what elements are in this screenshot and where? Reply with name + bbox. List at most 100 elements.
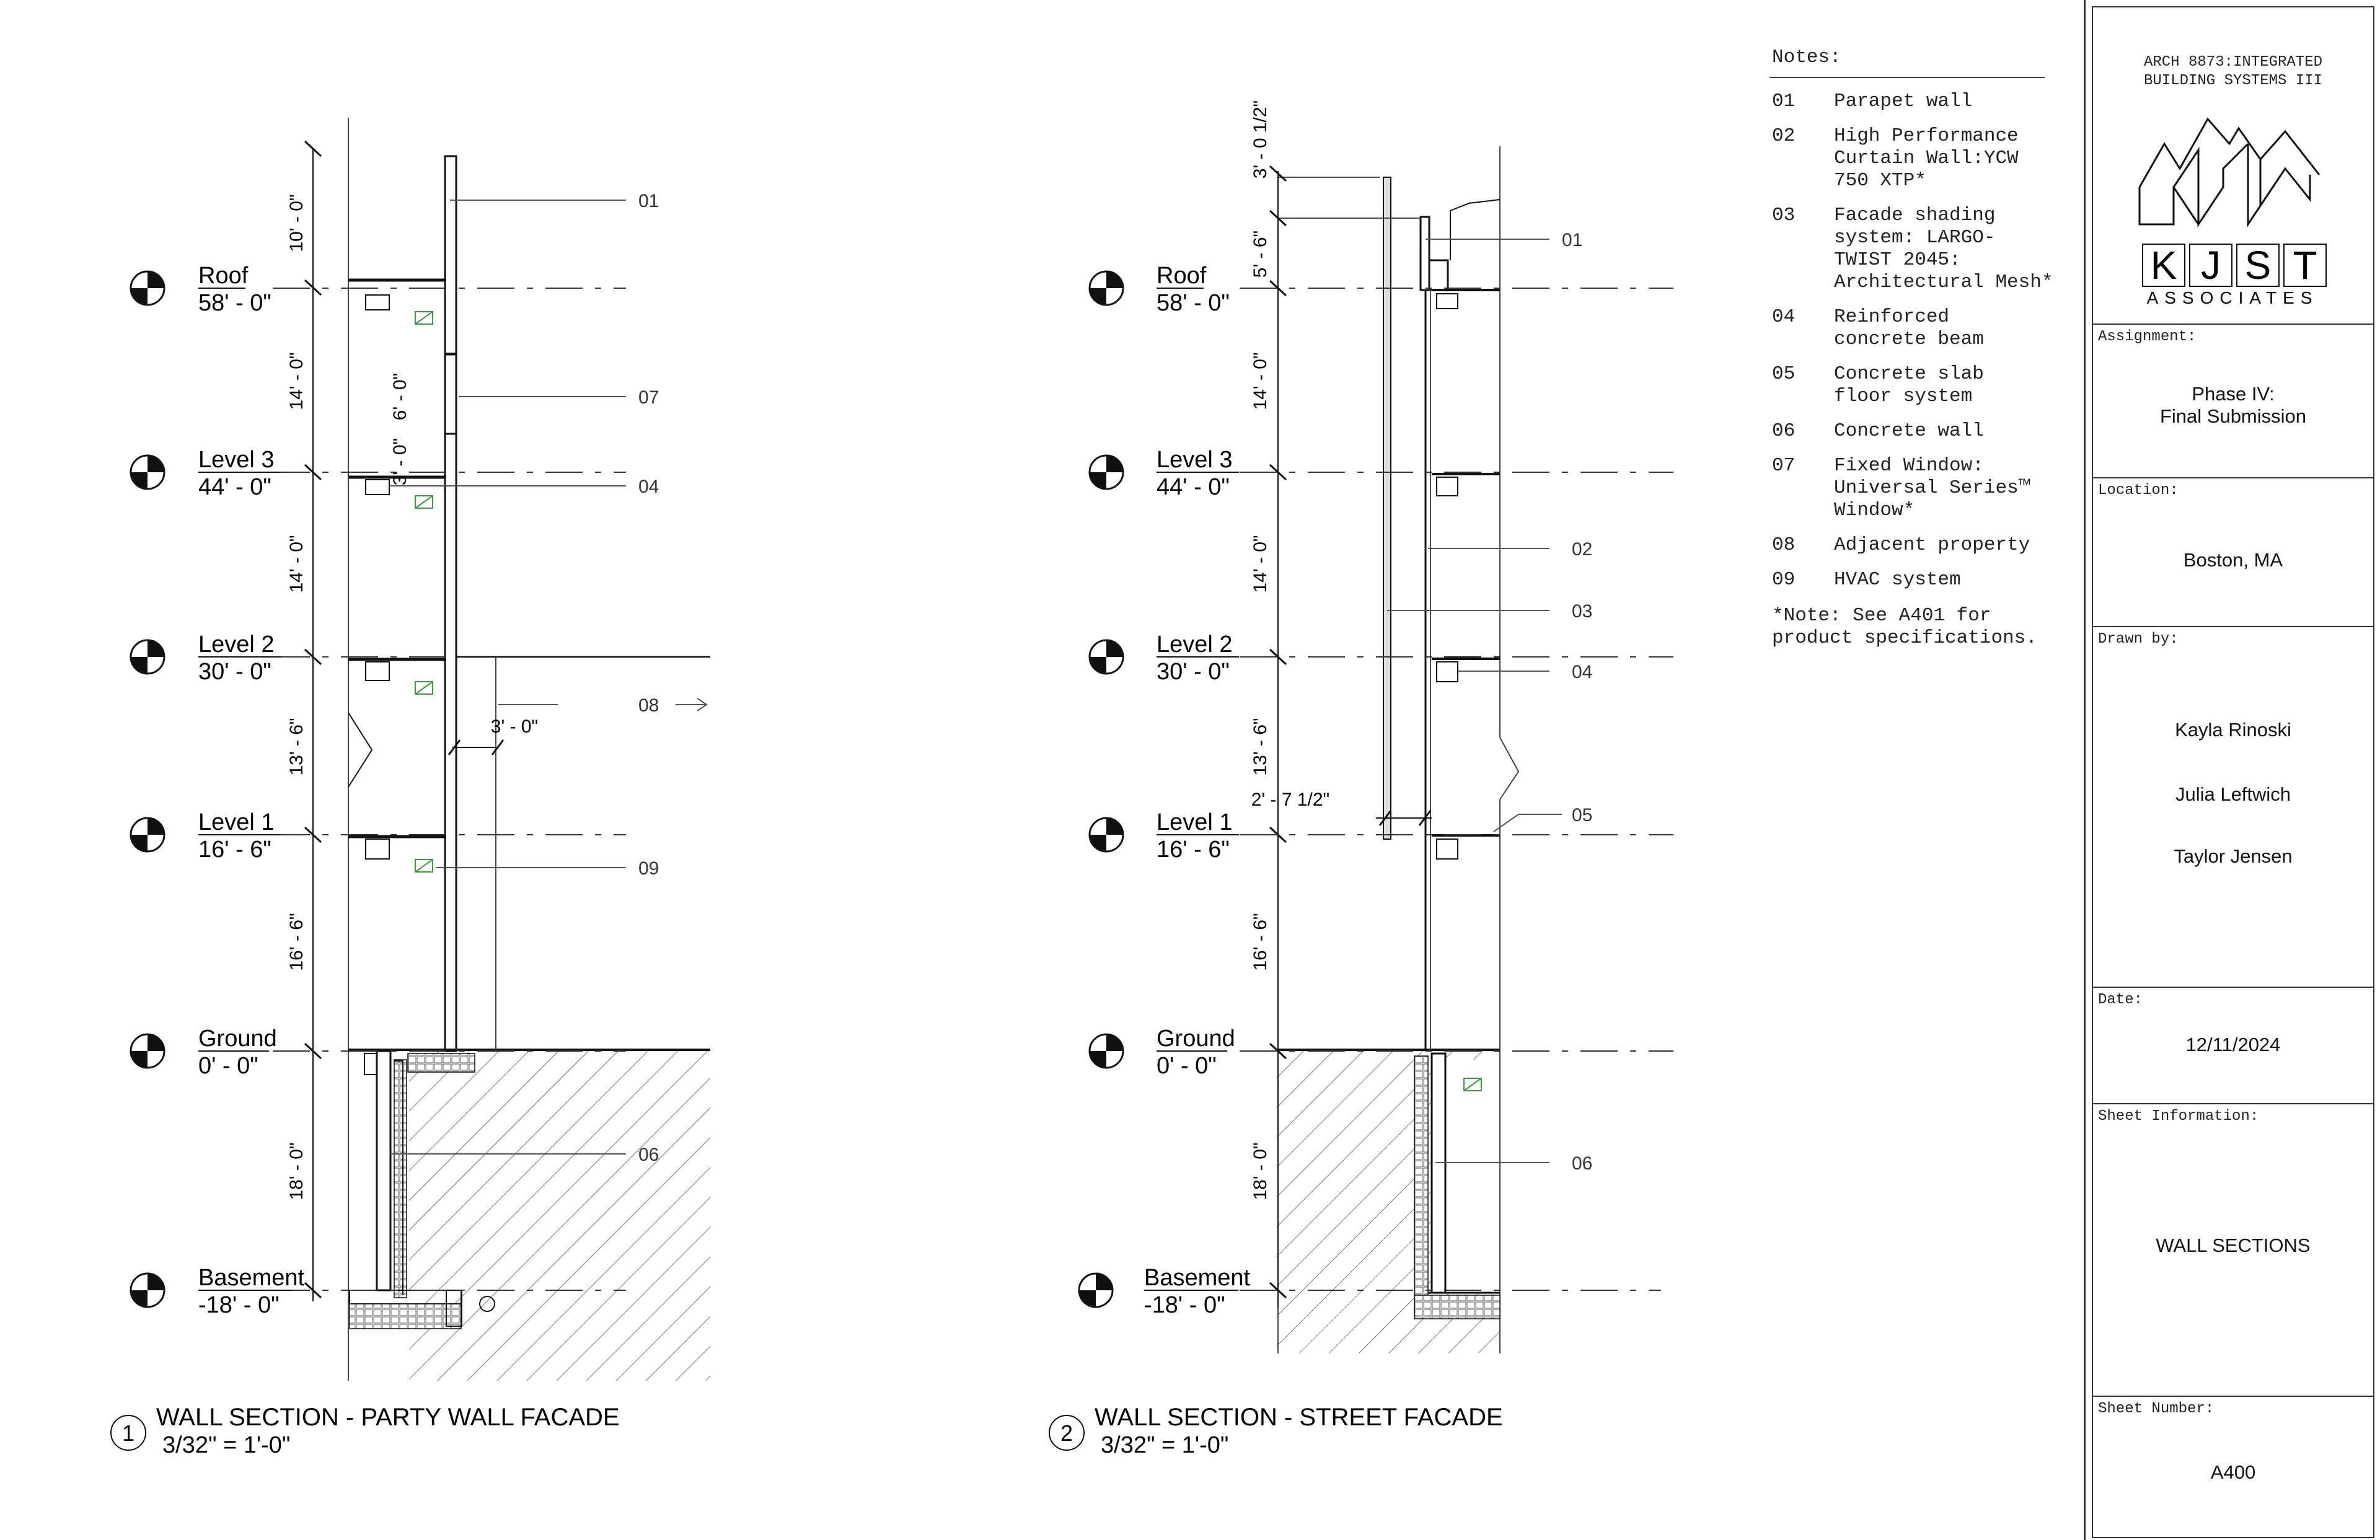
sheet-info-cell: Sheet Information: WALL SECTIONS xyxy=(2093,1103,2373,1389)
view-number-2: 2 xyxy=(1060,1420,1073,1446)
level-marker-level-3: Level 344' - 0" xyxy=(130,447,281,500)
level-name: Level 1 xyxy=(198,809,275,835)
level-name: Level 3 xyxy=(198,447,275,473)
sheet-number-value: A400 xyxy=(2210,1461,2256,1483)
note-item-09: 09 HVAC system xyxy=(1770,569,2055,591)
date-cell: Date: 12/11/2024 xyxy=(2093,987,2373,1098)
level-elevation: 0' - 0" xyxy=(198,1053,258,1079)
level-marker-level-2: Level 230' - 0" xyxy=(130,631,281,685)
callout-tag-09: 09 xyxy=(638,858,659,879)
dimension-label: 14' - 0" xyxy=(1250,535,1271,592)
level-name: Basement xyxy=(1144,1265,1251,1291)
note-number: 02 xyxy=(1772,125,1796,147)
note-number: 01 xyxy=(1772,90,1796,112)
dimension-label: 16' - 6" xyxy=(286,913,307,970)
dimension-label: 6' - 0" xyxy=(390,373,410,420)
dimensions-view-1: 10' - 0"14' - 0"14' - 0"13' - 6"16' - 6"… xyxy=(286,194,538,1200)
dimension-label: 5' - 6" xyxy=(1250,231,1271,278)
drawn-by-label: Drawn by: xyxy=(2098,631,2179,648)
facade-mesh xyxy=(1383,177,1391,840)
level-elevation: 0' - 0" xyxy=(1157,1053,1217,1079)
logo-letter: S xyxy=(2245,243,2272,288)
level-name: Level 1 xyxy=(1157,809,1233,835)
dimension-label: 13' - 6" xyxy=(1250,718,1271,775)
sheet-info-value: WALL SECTIONS xyxy=(2156,1234,2311,1256)
level-elevation: 44' - 0" xyxy=(198,474,271,500)
notes-heading: Notes: xyxy=(1770,46,2045,78)
location-value: Boston, MA xyxy=(2183,549,2283,571)
callout-tag-05: 05 xyxy=(1572,805,1592,825)
callout-tag-04: 04 xyxy=(638,477,659,497)
assignment-value: Phase IV: Final Submission xyxy=(2159,383,2307,427)
note-item-01: 01 Parapet wall xyxy=(1770,90,2055,113)
assignment-cell: Assignment: Phase IV: Final Submission xyxy=(2093,323,2373,472)
view-number-1: 1 xyxy=(122,1420,134,1446)
dimension-label: 14' - 0" xyxy=(286,352,307,410)
note-text: Parapet wall xyxy=(1834,90,1973,112)
drawn-by-name-2: Julia Leftwich xyxy=(2175,783,2291,805)
sheet-info-label: Sheet Information: xyxy=(2098,1108,2259,1125)
drawn-by-name-1: Kayla Rinoski xyxy=(2175,719,2291,741)
level-name: Ground xyxy=(1157,1026,1235,1052)
level-name: Level 3 xyxy=(1157,447,1233,473)
level-marker-basement: Basement-18' - 0" xyxy=(1078,1265,1251,1318)
callout-tag-01: 01 xyxy=(1562,230,1582,250)
logo-letter: T xyxy=(2293,243,2317,288)
course-title: ARCH 8873:INTEGRATED BUILDING SYSTEMS II… xyxy=(2143,54,2323,89)
dimension-label: 2' - 7 1/2" xyxy=(1251,790,1329,810)
callout-tag-01: 01 xyxy=(638,191,659,211)
drawn-by-name-3: Taylor Jensen xyxy=(2174,845,2293,867)
level-elevation: 58' - 0" xyxy=(198,290,271,316)
dimension-label: 10' - 0" xyxy=(286,194,307,252)
callout-tag-06: 06 xyxy=(638,1145,659,1165)
dimension-label: 3' - 0" xyxy=(491,716,538,737)
dimension-label: 18' - 0" xyxy=(1250,1142,1271,1200)
level-marker-level-3: Level 344' - 0" xyxy=(1088,447,1239,500)
view-title-text-1: WALL SECTION - PARTY WALL FACADE xyxy=(156,1404,620,1431)
note-text: Fixed Window: Universal Series™ Window* xyxy=(1834,455,2030,521)
title-block: ARCH 8873:INTEGRATED BUILDING SYSTEMS II… xyxy=(2092,6,2374,1538)
level-name: Level 2 xyxy=(198,631,275,658)
note-text: Adjacent property xyxy=(1834,534,2030,556)
level-name: Ground xyxy=(198,1026,277,1052)
callout-tag-03: 03 xyxy=(1572,601,1592,622)
callout-tag-07: 07 xyxy=(638,387,659,408)
soil-hatch xyxy=(409,1051,710,1381)
dimension-label: 18' - 0" xyxy=(286,1142,307,1200)
level-elevation: 16' - 6" xyxy=(1157,837,1230,863)
view-title-text-2: WALL SECTION - STREET FACADE xyxy=(1095,1404,1503,1431)
level-elevation: 30' - 0" xyxy=(1157,659,1230,685)
note-text: HVAC system xyxy=(1834,569,1961,591)
dimension-label: 14' - 0" xyxy=(1250,352,1271,410)
note-number: 07 xyxy=(1772,455,1796,477)
level-marker-level-2: Level 230' - 0" xyxy=(1088,631,1239,685)
callout-tag-06: 06 xyxy=(1572,1153,1592,1174)
view-title-2: 2 WALL SECTION - STREET FACADE 3/32" = 1… xyxy=(1049,1404,1503,1458)
sheet-number-cell: Sheet Number: A400 xyxy=(2093,1396,2373,1537)
dimension-label: 16' - 6" xyxy=(1250,913,1271,970)
level-elevation: 30' - 0" xyxy=(198,659,271,685)
dimension-label: 3' - 0" xyxy=(390,438,410,485)
note-text: Concrete slab floor system xyxy=(1834,363,1984,407)
note-text: Concrete wall xyxy=(1834,420,1984,442)
dimension-label: 3' - 0 1/2" xyxy=(1250,100,1271,178)
note-text: Facade shading system: LARGO- TWIST 2045… xyxy=(1834,205,2053,293)
note-number: 09 xyxy=(1772,569,1796,591)
dimension-label: 13' - 6" xyxy=(286,718,307,775)
assignment-label: Assignment: xyxy=(2098,328,2197,345)
logo-letter: K xyxy=(2151,243,2177,288)
level-elevation: 16' - 6" xyxy=(198,837,271,863)
